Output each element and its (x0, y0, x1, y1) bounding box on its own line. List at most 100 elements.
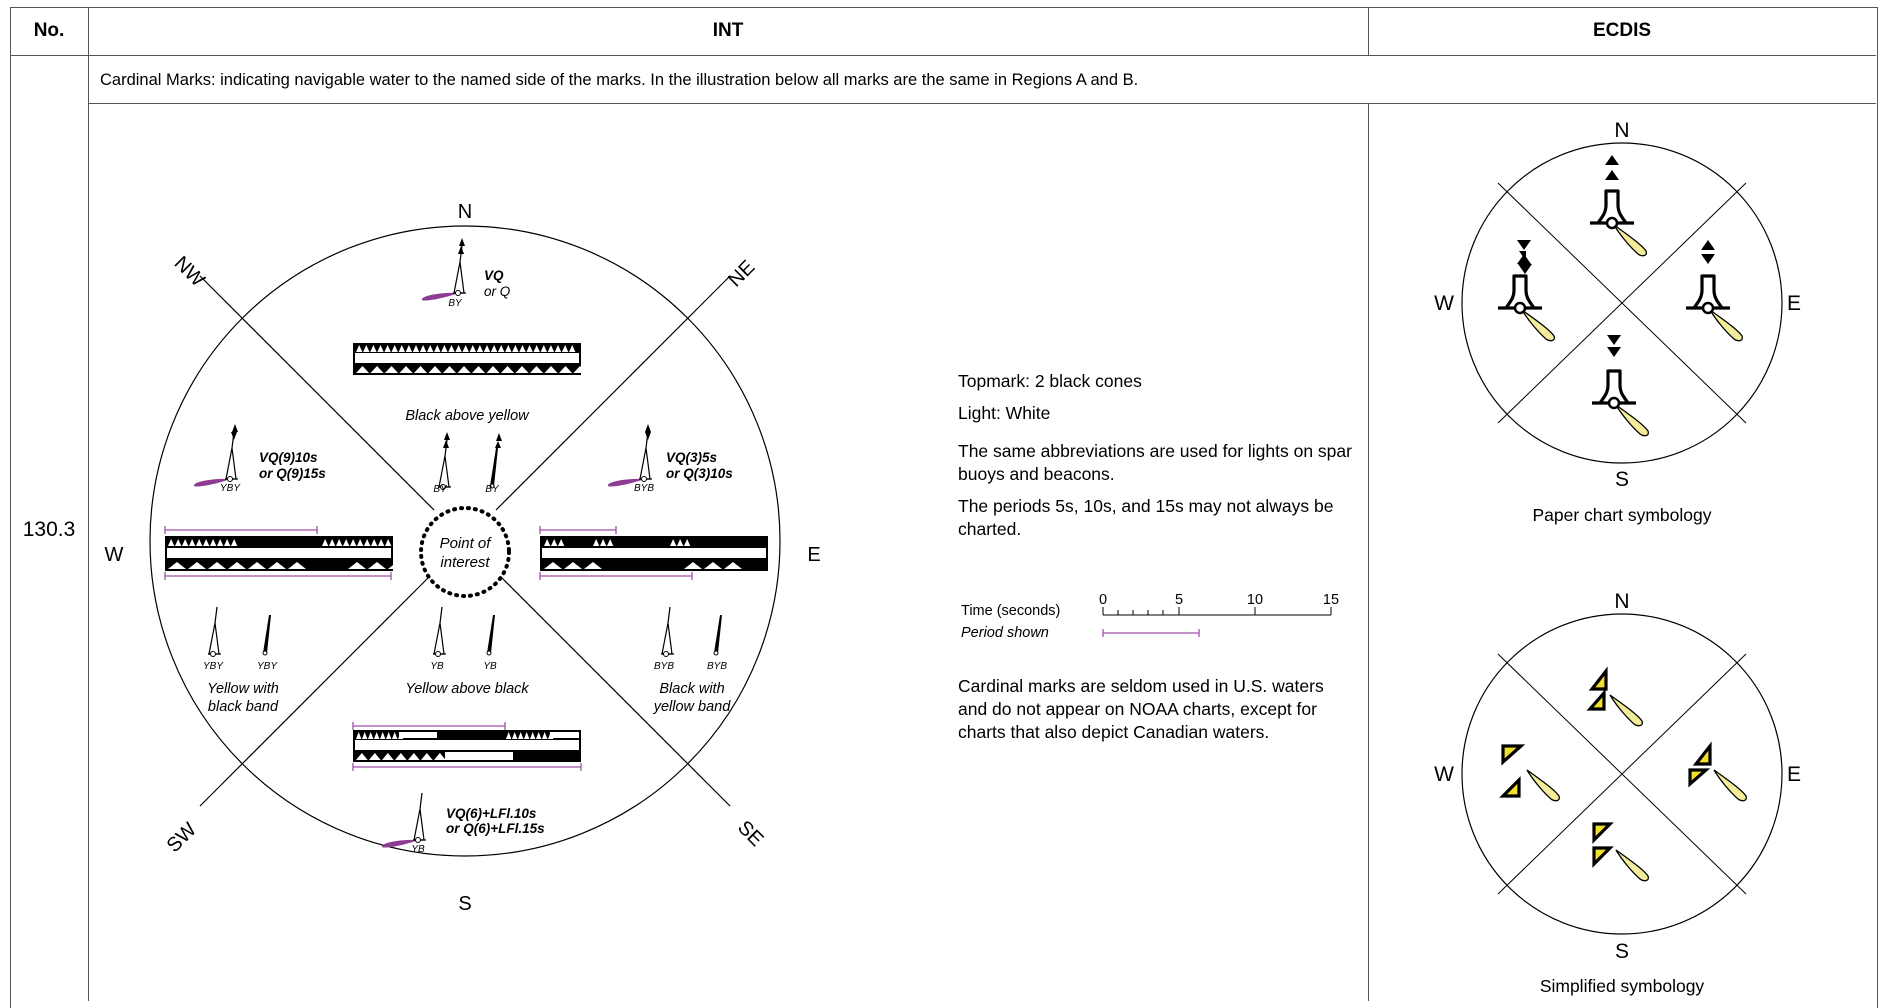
simplified-n: N (1614, 590, 1629, 613)
note-noaa: Cardinal marks are seldom used in U.S. w… (958, 676, 1324, 742)
note-abbrev: The same abbreviations are used for ligh… (958, 441, 1352, 484)
paper-west-buoy (1496, 240, 1556, 343)
south-code-buoy: YB (430, 661, 444, 672)
header-int: INT (712, 20, 744, 41)
compass-w: W (105, 544, 124, 566)
col-divider-3 (1368, 103, 1369, 1001)
tick-5: 5 (1175, 592, 1183, 608)
east-buoy (607, 424, 653, 487)
south-bottom-flashes-a (356, 753, 446, 760)
compass-n: N (458, 201, 472, 223)
east-code-spar: BYB (707, 661, 727, 672)
note-topmark: Topmark: 2 black cones (958, 371, 1142, 391)
east-buoy-small (660, 606, 675, 658)
south-buoy-small (432, 606, 447, 658)
south-period-lines (352, 722, 582, 771)
compass-e: E (807, 544, 820, 566)
east-top-flashes (544, 539, 691, 546)
west-light-2: or Q(9)15s (259, 466, 326, 481)
north-bottom-flashes (356, 366, 587, 373)
south-code-spar: YB (483, 661, 497, 672)
point-of-interest (419, 506, 511, 598)
south-light-1: VQ(6)+LFl.10s (446, 806, 537, 821)
west-code-spar: YBY (257, 661, 278, 672)
tick-0: 0 (1099, 592, 1107, 608)
east-caption-1: Black with (659, 681, 724, 697)
west-buoy (193, 424, 239, 487)
east-spar-small (713, 614, 723, 656)
east-code-buoy: BYB (654, 661, 674, 672)
time-scale-label: Time (seconds) (961, 603, 1060, 619)
simplified-circle (1461, 613, 1783, 935)
simplified-caption: Simplified symbology (1539, 976, 1705, 996)
west-bottom-flashes (168, 562, 406, 569)
tick-15: 15 (1323, 592, 1339, 608)
west-caption-2: black band (208, 699, 279, 715)
paper-east-buoy (1684, 240, 1744, 343)
north-code-buoy: BY (433, 484, 448, 495)
compass-nw: NW (170, 252, 209, 291)
col-divider-1 (88, 7, 89, 1001)
paper-south-buoy (1590, 335, 1650, 438)
col-divider-2 (1368, 7, 1369, 55)
simplified-west (1499, 744, 1561, 802)
north-light-1: VQ (484, 268, 504, 283)
ecdis-diagrams: N S W E N S W E (1434, 119, 1801, 963)
period-shown-label: Period shown (961, 625, 1049, 641)
south-light-2: or Q(6)+LFl.15s (446, 821, 545, 836)
notes-panel: Topmark: 2 black cones Light: White The … (958, 370, 1358, 550)
ray-nw (199, 275, 435, 511)
south-spar-small (486, 614, 496, 656)
east-light-1: VQ(3)5s (666, 450, 718, 465)
north-light-2: or Q (484, 284, 511, 299)
simplified-east (1688, 741, 1748, 802)
paper-e: E (1787, 292, 1801, 315)
south-top-flashes-a (356, 732, 404, 739)
ray-ne (495, 275, 731, 511)
note-periods: The periods 5s, 10s, and 15s may not alw… (958, 496, 1334, 539)
north-caption: Black above yellow (405, 408, 530, 424)
west-spar-small (262, 614, 272, 656)
north-spar-small (489, 433, 502, 489)
east-bottom-flashes (544, 562, 742, 569)
description-divider (88, 103, 1876, 104)
compass-sw: SW (163, 819, 201, 857)
north-code: BY (448, 298, 463, 309)
simplified-south (1592, 822, 1650, 882)
compass-s: S (458, 893, 471, 915)
paper-w: W (1434, 292, 1454, 315)
poi-line-2: interest (440, 554, 490, 571)
note-light: Light: White (958, 403, 1051, 423)
simplified-w: W (1434, 763, 1454, 786)
south-code: YB (411, 844, 425, 855)
time-scale: Time (seconds) Period shown 0 5 10 15 (961, 592, 1339, 641)
simplified-north (1586, 666, 1644, 727)
row-description: Cardinal Marks: indicating navigable wat… (100, 71, 1139, 89)
ray-sw (199, 571, 435, 807)
poi-line-1: Point of (440, 535, 493, 552)
west-top-flashes (168, 539, 392, 546)
simplified-e: E (1787, 763, 1801, 786)
west-period-lines (164, 526, 392, 580)
west-code-buoy: YBY (203, 661, 224, 672)
south-top-flashes-b (506, 732, 554, 739)
header-ecdis: ECDIS (1592, 20, 1652, 41)
simplified-s: S (1615, 940, 1629, 963)
row-number: 130.3 (22, 518, 76, 541)
south-rhythm-bars (353, 730, 581, 762)
paper-caption: Paper chart symbology (1532, 505, 1712, 525)
south-caption: Yellow above black (405, 681, 529, 697)
compass-ne: NE (724, 256, 759, 291)
west-buoy-small (207, 606, 222, 658)
compass-circle (149, 225, 781, 857)
east-light-2: or Q(3)10s (666, 466, 733, 481)
north-buoy (421, 238, 467, 301)
paper-north-buoy (1588, 155, 1648, 258)
paper-circle (1461, 142, 1783, 464)
north-buoy-small (437, 432, 452, 491)
west-code: YBY (220, 483, 241, 494)
west-light-1: VQ(9)10s (259, 450, 318, 465)
header-no: No. (33, 20, 65, 41)
south-buoy (381, 792, 427, 848)
